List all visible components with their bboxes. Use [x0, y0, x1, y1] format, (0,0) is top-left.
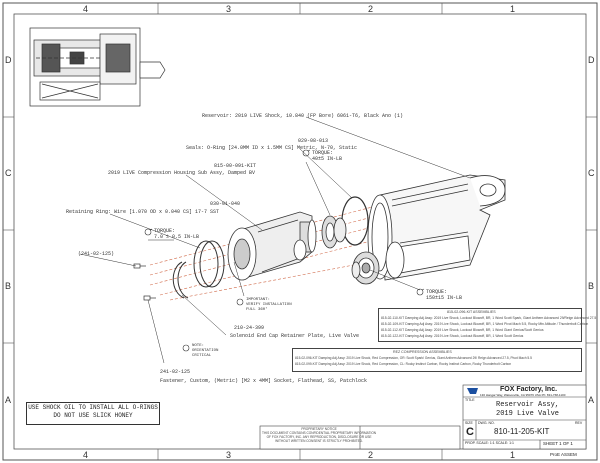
callout-seals-pn: 029-08-013: [298, 138, 329, 144]
zone-col-2-bottom: 2: [368, 450, 374, 460]
callout-fastener: Fastener, Custom, (Metric) [M2 x 4MM] So…: [160, 378, 368, 384]
leader-lines: [79, 116, 471, 364]
zone-row-d-right: D: [588, 55, 595, 65]
proe-label: ProE ASSEM: [550, 452, 577, 457]
oil-note: USE SHOCK OIL TO INSTALL ALL O-RINGS DO …: [26, 402, 160, 425]
dwg-label: DWG. NO.: [478, 421, 495, 425]
zone-row-d-left: D: [5, 55, 12, 65]
assemblies-table: 815-02-096-KIT ASSEMBLIES 815-02-110-KIT…: [378, 308, 596, 342]
dwg-number: 810-11-205-KIT: [494, 427, 550, 436]
retainer-plate: [172, 261, 189, 299]
callout-torque-2-label: TORQUE:: [154, 228, 176, 234]
torque-icons: [144, 149, 425, 352]
zone-col-1-top: 1: [510, 4, 516, 14]
title-block-frame: [259, 384, 587, 450]
zone-col-4-top: 4: [83, 4, 89, 14]
reservoir-body: [367, 174, 506, 281]
rev-label: REV: [575, 421, 583, 425]
company-address: 130 Hangar Way, Watsonville, CA 95076 US…: [480, 393, 566, 397]
oil-note-line-2: DO NOT USE SLICK HONEY: [53, 412, 133, 419]
callout-torque-1-value: 40±5 IN-LB: [312, 156, 343, 162]
proprietary-notice: PROPRIETARY NOTICE THIS DOCUMENT CONTAIN…: [262, 427, 377, 443]
callout-plate: Solenoid End Cap Retainer Plate, Live Va…: [230, 333, 360, 339]
zone-row-a-left: A: [5, 395, 12, 405]
callout-verify: IMPORTANT: VERIFY INSTALLATION FULL 360°: [246, 298, 292, 312]
housing-parts: [321, 215, 347, 249]
assemblies-line-3: 815-02-112-KIT Damping Adj Assy: 2019 Li…: [381, 328, 544, 332]
zone-row-c-right: C: [588, 168, 595, 178]
callout-torque-3-label: TORQUE:: [426, 289, 448, 295]
zone-col-3-bottom: 3: [226, 450, 232, 460]
fox-logo: [467, 388, 478, 394]
assemblies-line-4: 815-02-122-KIT Damping Adj Assy: 2019 Li…: [381, 334, 524, 338]
callout-torque-1-label: TORQUE:: [312, 150, 334, 156]
callout-seals: Seals: O-Ring [24.0MM ID x 1.5MM CS] Met…: [186, 145, 358, 151]
size-value: C: [466, 426, 474, 438]
oil-note-line-1: USE SHOCK OIL TO INSTALL ALL O-RINGS: [28, 404, 158, 411]
company-name: FOX Factory, Inc.: [500, 386, 558, 393]
compression-title: REZ COMPRESSION ASSEMBLIES: [393, 350, 452, 354]
size-label: SIZE: [465, 421, 473, 425]
assemblies-line-2: 815-02-109-KIT Damping Adj Assy: 2019 Li…: [381, 322, 589, 326]
adjuster-knob: [351, 251, 380, 285]
callout-orientation: NOTE: ORIENTATION CRITICAL: [192, 344, 219, 358]
callout-retaining: Retaining Ring: Wire [1.070 OD x 0.040 C…: [66, 209, 220, 215]
callout-reservoir: Reservoir: 2019 LIVE Shock, 10.840 (FP B…: [202, 113, 404, 119]
scale-value: PROP. SCALE: 1:1 SCALE: 1:1: [465, 441, 514, 445]
callout-housing: 2019 LIVE Compression Housing Sub Assy, …: [108, 170, 256, 176]
callout-torque-3-value: 150±15 IN-LB: [426, 295, 463, 301]
callout-fastener-pn-2: 241-02-125: [160, 369, 191, 375]
callout-retaining-pn: 030-01-040: [210, 201, 241, 207]
assemblies-title: 815-02-096-KIT ASSEMBLIES: [447, 310, 496, 314]
zone-col-3-top: 3: [226, 4, 232, 14]
zone-col-2-top: 2: [368, 4, 374, 14]
title-label: TITLE: [465, 398, 475, 402]
callout-torque-2-value: 7.0 ± 0.5 IN-LB: [154, 234, 200, 240]
title-line-1: Reservoir Assy,: [496, 401, 560, 409]
o-ring-seal: [341, 196, 369, 246]
zone-row-c-left: C: [5, 168, 12, 178]
compression-housing: [227, 211, 317, 281]
compression-line-1: 815-02-096-KIT Damping Adj Assy: 2019 Li…: [295, 356, 532, 360]
zone-row-a-right: A: [588, 395, 595, 405]
compression-line-2: 815-02-099-KIT Damping Adj Assy: 2019 Li…: [295, 362, 512, 366]
retaining-ring: [193, 240, 225, 288]
callout-plate-pn: 210-24-399: [234, 325, 265, 331]
callout-housing-pn: 815-00-091-KIT: [214, 163, 257, 169]
compression-table: REZ COMPRESSION ASSEMBLIES 815-02-096-KI…: [292, 348, 582, 372]
callout-fastener-pn-1: (241-02-125): [78, 251, 115, 257]
section-view: [29, 27, 166, 107]
zone-col-4-bottom: 4: [83, 450, 89, 460]
title-line-2: 2019 Live Valve: [496, 410, 560, 418]
zone-row-b-left: B: [5, 281, 12, 291]
sheet-value: SHEET 1 OF 1: [543, 441, 573, 446]
fastener-screws: [133, 263, 156, 301]
zone-row-b-right: B: [588, 281, 595, 291]
assemblies-line-1: 815-02-110-KIT Damping Adj Assy: 2019 Li…: [381, 316, 597, 320]
zone-col-1-bottom: 1: [510, 450, 516, 460]
zone-ticks: [3, 3, 597, 460]
